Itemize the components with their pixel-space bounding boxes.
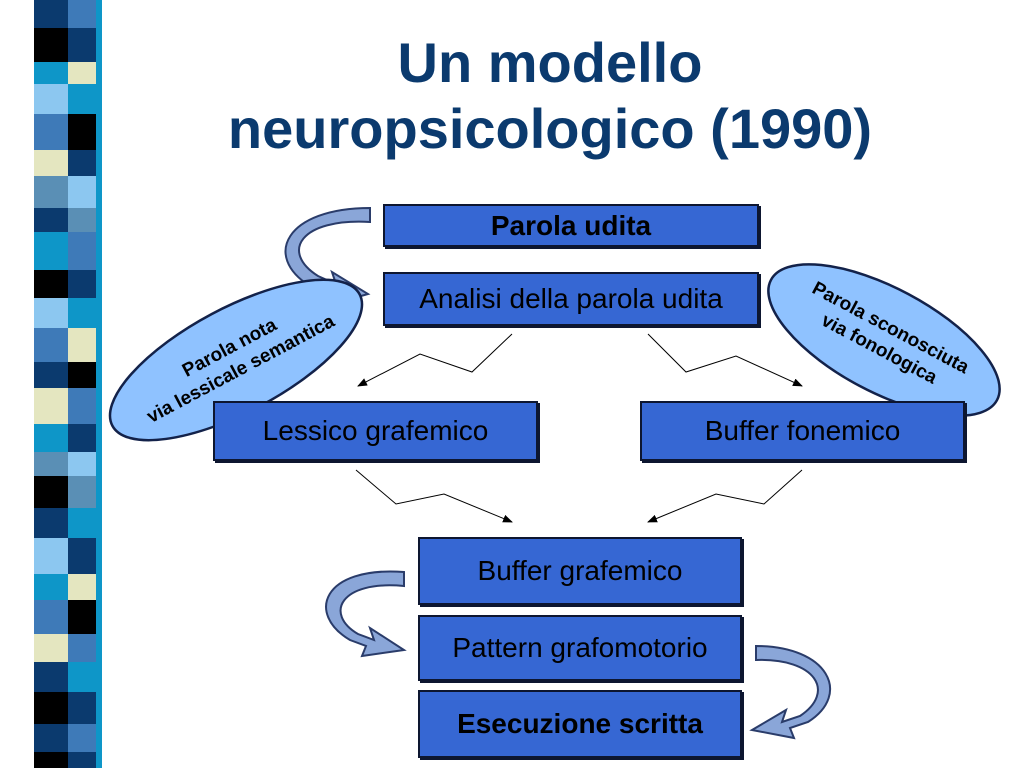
stripe-block <box>34 452 68 476</box>
stripe-block <box>68 0 96 28</box>
stripe-block <box>34 600 68 634</box>
stripe-block <box>68 452 96 476</box>
stripe-block <box>68 476 96 508</box>
stripe-block <box>34 62 68 84</box>
stripe-block <box>34 662 68 692</box>
curved-arrow-bottom-right <box>749 644 832 740</box>
stripe-block <box>68 28 96 62</box>
box-parola-udita: Parola udita <box>383 204 759 247</box>
title-line-2: neuropsicologico (1990) <box>227 97 873 160</box>
stripe-block <box>68 362 96 388</box>
stripe-block <box>34 114 68 150</box>
stripe-block <box>34 176 68 208</box>
box-lessico-grafemico: Lessico grafemico <box>213 401 538 461</box>
stripe-block <box>68 424 96 452</box>
stripe-block <box>68 328 96 362</box>
connector-analisi-to-buffer-fonemico <box>647 333 803 387</box>
curved-arrow-mid-left <box>325 570 407 658</box>
stripe-block <box>68 508 96 538</box>
ellipse-parola-sconosciuta: Parola sconosciuta via fonologica <box>767 263 1001 417</box>
stripe-block <box>68 62 96 84</box>
stripe-block <box>68 208 96 232</box>
stripe-block <box>34 574 68 600</box>
stripe-block <box>34 476 68 508</box>
stripe-block <box>34 0 68 28</box>
stripe-block <box>68 388 96 424</box>
stripe-block <box>34 752 68 768</box>
stripe-block <box>68 692 96 724</box>
stripe-block <box>68 176 96 208</box>
stripe-block <box>68 724 96 752</box>
stripe-block <box>68 84 96 114</box>
stripe-block <box>68 232 96 270</box>
box-analisi-parola-udita: Analisi della parola udita <box>383 272 759 326</box>
stripe-block <box>34 424 68 452</box>
box-buffer-grafemico: Buffer grafemico <box>418 537 742 605</box>
connector-buffer-fonemico-to-buffer-grafemico <box>647 469 803 523</box>
stripe-block <box>68 270 96 298</box>
box-pattern-grafomotorio: Pattern grafomotorio <box>418 615 742 681</box>
stripe-block <box>34 232 68 270</box>
stripe-block <box>34 538 68 574</box>
stripe-block <box>34 388 68 424</box>
stripe-block <box>34 724 68 752</box>
stripe-block <box>34 270 68 298</box>
stripe-block <box>68 150 96 176</box>
stripe-block <box>34 328 68 362</box>
stripe-block <box>68 298 96 328</box>
stripe-block <box>68 752 96 768</box>
stripe-block <box>34 298 68 328</box>
stripe-block <box>68 662 96 692</box>
stripe-block <box>34 362 68 388</box>
box-esecuzione-scritta: Esecuzione scritta <box>418 690 742 758</box>
stripe-block <box>34 28 68 62</box>
stripe-block <box>68 114 96 150</box>
stripe-block <box>34 634 68 662</box>
stripe-block <box>34 208 68 232</box>
connector-lessico-to-buffer-grafemico <box>355 469 513 523</box>
connector-analisi-to-lessico <box>357 333 513 387</box>
stripe-edge <box>96 0 102 768</box>
title-line-1: Un modello <box>397 31 703 94</box>
stripe-block <box>68 538 96 574</box>
box-buffer-fonemico: Buffer fonemico <box>640 401 965 461</box>
stripe-block <box>34 692 68 724</box>
stripe-block <box>68 600 96 634</box>
decorative-stripe <box>0 0 110 768</box>
stripe-block <box>34 150 68 176</box>
stripe-block <box>68 574 96 600</box>
stripe-block <box>34 508 68 538</box>
stripe-block <box>34 84 68 114</box>
stripe-block <box>68 634 96 662</box>
page-title: Un modello neuropsicologico (1990) <box>120 30 980 162</box>
